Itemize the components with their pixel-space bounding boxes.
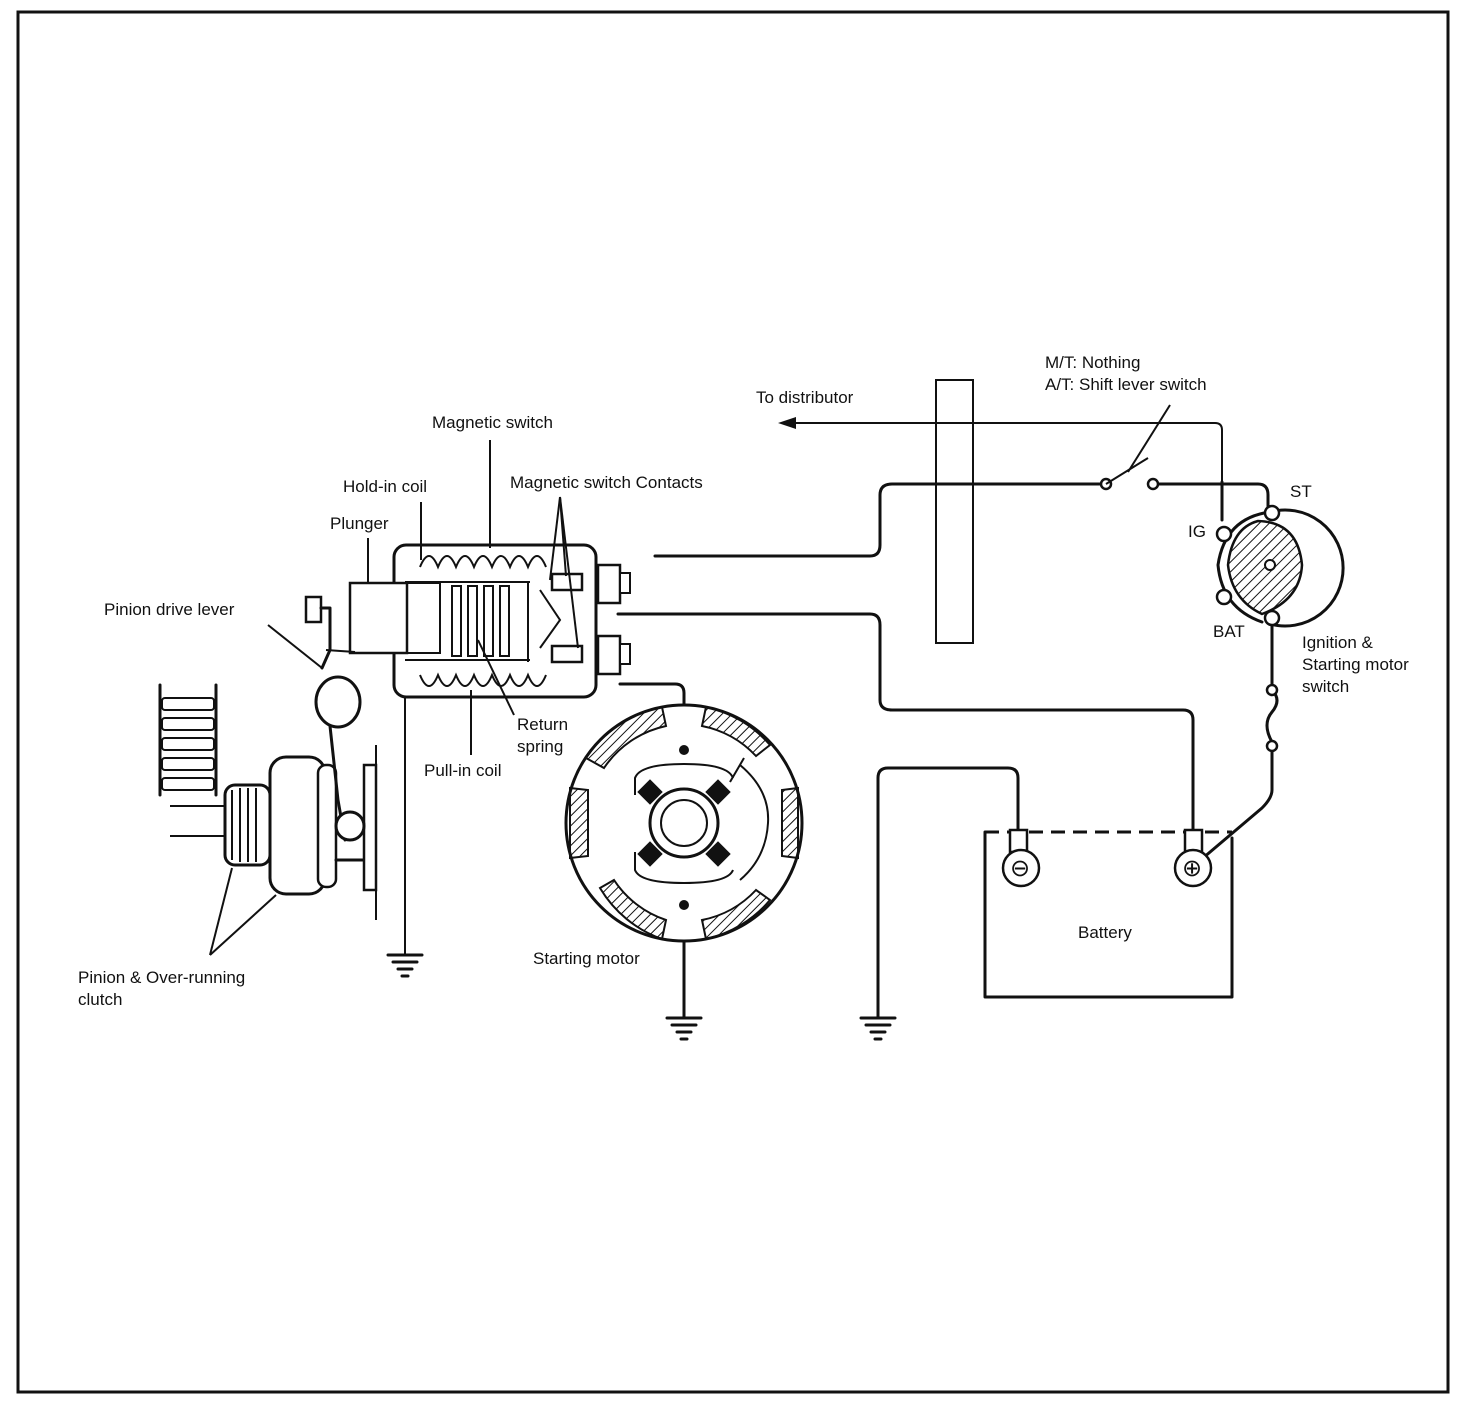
magnetic-switch [348,543,631,699]
label-pinion-line1: Pinion & Over-running [78,968,245,987]
text-labels: M/T: Nothing A/T: Shift lever switch To … [78,353,1409,1009]
shift-lever-switch [1099,404,1171,491]
label-at-shift: A/T: Shift lever switch [1045,375,1207,394]
label-magnetic-switch-contacts: Magnetic switch Contacts [510,473,703,492]
page-frame [16,10,1450,1394]
label-pinion-line2: clutch [78,990,122,1009]
label-return: Return [517,715,568,734]
label-battery: Battery [1078,923,1132,942]
starting-motor [564,703,804,943]
label-st: ST [1290,482,1312,501]
leader-lines [209,440,579,956]
label-to-distributor: To distributor [756,388,854,407]
battery-plus-symbol: ⊕ [1182,855,1202,882]
battery [983,828,1234,999]
label-hold-in-coil: Hold-in coil [343,477,427,496]
wiring [404,417,1279,1020]
label-magnetic-switch: Magnetic switch [432,413,553,432]
firewall-bar [935,379,974,644]
ground-symbols [386,953,897,1041]
label-ignition-line3: switch [1302,677,1349,696]
label-ignition-line2: Starting motor [1302,655,1409,674]
label-pull-in-coil: Pull-in coil [424,761,501,780]
ignition-switch [1215,504,1345,753]
label-plunger: Plunger [330,514,389,533]
label-bat: BAT [1213,622,1245,641]
label-pinion-drive-lever: Pinion drive lever [104,600,235,619]
label-spring: spring [517,737,563,756]
label-ignition-line1: Ignition & [1302,633,1374,652]
label-mt-nothing: M/T: Nothing [1045,353,1140,372]
pinion-assembly [158,595,378,920]
label-ig: IG [1188,522,1206,541]
label-starting-motor: Starting motor [533,949,640,968]
battery-minus-symbol: ⊖ [1010,855,1030,882]
